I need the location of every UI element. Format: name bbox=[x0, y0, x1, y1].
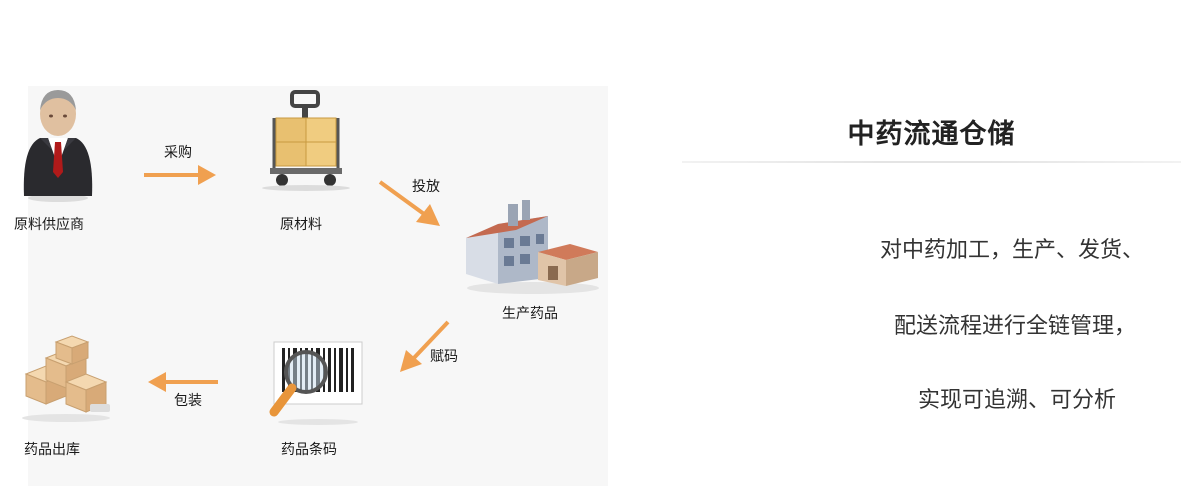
pallet-truck-icon bbox=[262, 90, 350, 191]
arrow-right-icon bbox=[144, 165, 216, 185]
node-label-production: 生产药品 bbox=[502, 306, 558, 322]
businessman-icon bbox=[23, 90, 93, 202]
panel-description-line-2: 配送流程进行全链管理， bbox=[894, 314, 1137, 339]
node-label-raw-material: 原材料 bbox=[280, 217, 322, 233]
barcode-magnifier-icon bbox=[269, 341, 363, 425]
panel-description-line-1: 对中药加工，生产、发货、 bbox=[880, 238, 1145, 263]
factory-icon bbox=[466, 200, 599, 294]
node-label-barcode: 药品条码 bbox=[281, 442, 337, 458]
arrow-diagonal-down-left-icon bbox=[400, 320, 450, 372]
panel-title: 中药流通仓储 bbox=[847, 119, 1016, 150]
edge-label-dispatch: 投放 bbox=[412, 179, 440, 195]
title-divider bbox=[682, 161, 1181, 163]
edge-label-assign-code: 赋码 bbox=[430, 349, 458, 365]
panel-description-line-3: 实现可追溯、可分析 bbox=[918, 388, 1117, 413]
supply-chain-diagram: 原料供应商 采购 原材料 投放 bbox=[14, 90, 599, 458]
description-panel: 中药流通仓储 对中药加工，生产、发货、 配送流程进行全链管理， 实现可追溯、可分… bbox=[682, 0, 1181, 497]
node-label-warehouse-out: 药品出库 bbox=[24, 442, 80, 458]
node-label-supplier: 原料供应商 bbox=[14, 217, 84, 233]
arrow-diagonal-down-icon bbox=[378, 180, 440, 226]
stacked-boxes-icon bbox=[22, 335, 110, 422]
arrow-left-icon bbox=[148, 372, 218, 392]
edge-label-packaging: 包装 bbox=[174, 393, 202, 409]
edge-label-purchase: 采购 bbox=[164, 145, 192, 161]
